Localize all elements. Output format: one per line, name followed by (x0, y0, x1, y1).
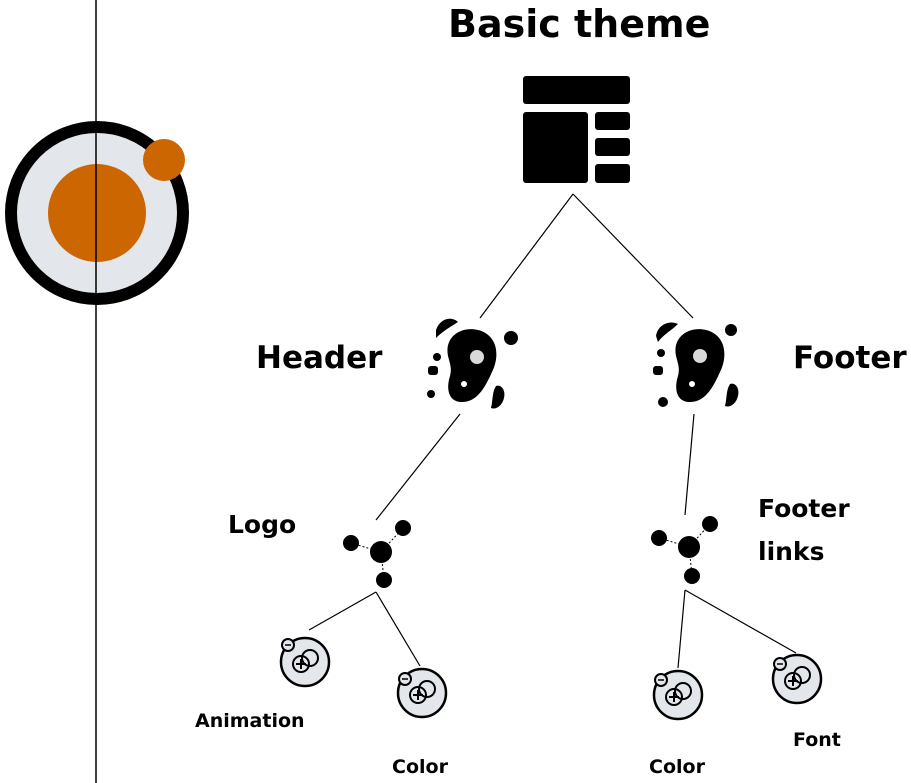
diagram-title: Basic theme (448, 2, 711, 46)
edge-links-font (684, 589, 797, 654)
leaf-animation-label: Animation (195, 710, 305, 732)
layout-grid-icon (523, 76, 630, 183)
edge-links-color (677, 589, 686, 669)
edge-root-header (479, 193, 574, 319)
node-footer-links-label: Footer links (758, 487, 850, 573)
atom-leaf-icon (771, 653, 823, 705)
edge-logo-animation (308, 591, 377, 631)
leaf-font-label: Font (793, 729, 841, 751)
edge-footer-links (684, 413, 695, 516)
molecule-icon (343, 520, 411, 588)
molecule-icon (651, 516, 718, 584)
edge-header-logo (375, 413, 461, 521)
node-header-label: Header (256, 340, 383, 376)
central-badge-icon (5, 121, 189, 305)
edge-root-footer (572, 193, 694, 319)
atom-leaf-icon (652, 669, 704, 721)
atom-leaf-icon (396, 667, 448, 719)
blob-splash-icon (427, 318, 518, 409)
leaf-color-left-label: Color (392, 756, 448, 778)
node-footer-links-line1: Footer (758, 494, 850, 523)
blob-splash-icon (653, 322, 739, 407)
atom-leaf-icon (279, 636, 331, 688)
connectors (308, 193, 797, 669)
node-logo-label: Logo (228, 510, 297, 539)
leaf-color-right-label: Color (649, 756, 705, 778)
node-footer-links-line2: links (758, 537, 825, 566)
edge-logo-color (375, 591, 421, 667)
node-footer-label: Footer (793, 340, 907, 376)
